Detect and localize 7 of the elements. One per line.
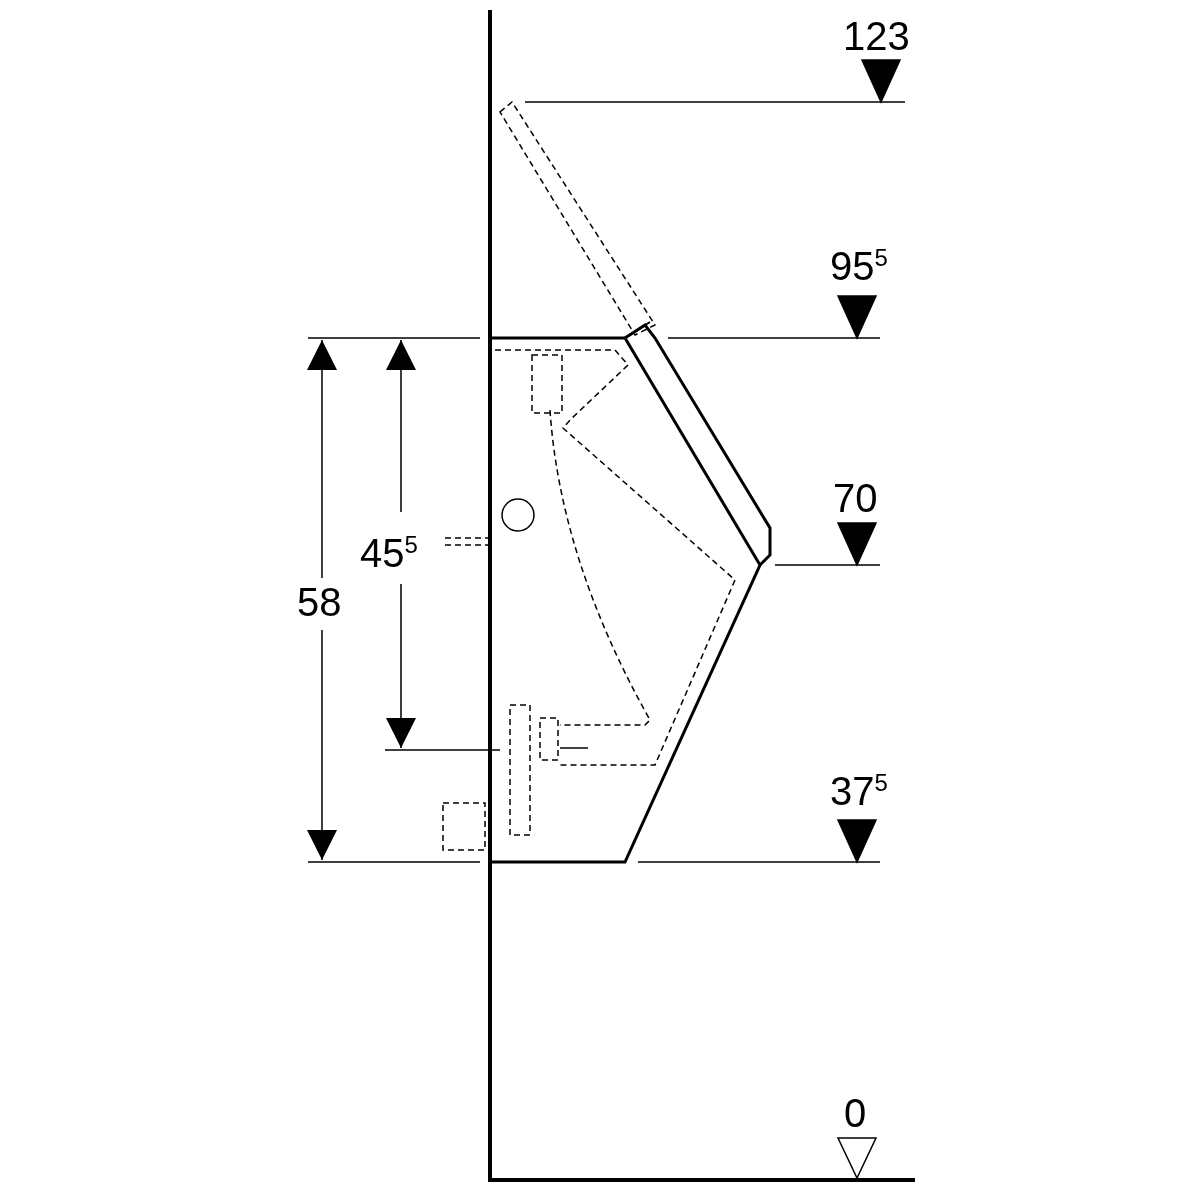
level-value: 95$^{5}$ — [830, 246, 888, 286]
level-value: 70 — [833, 478, 878, 518]
level-value: 123 — [843, 16, 910, 56]
level-value: 37$^{5}$ — [830, 771, 888, 811]
level-value: 0 — [844, 1093, 867, 1133]
dimension-value: 58 — [297, 582, 342, 622]
dimension-value: 45$^{5}$ — [360, 533, 418, 573]
